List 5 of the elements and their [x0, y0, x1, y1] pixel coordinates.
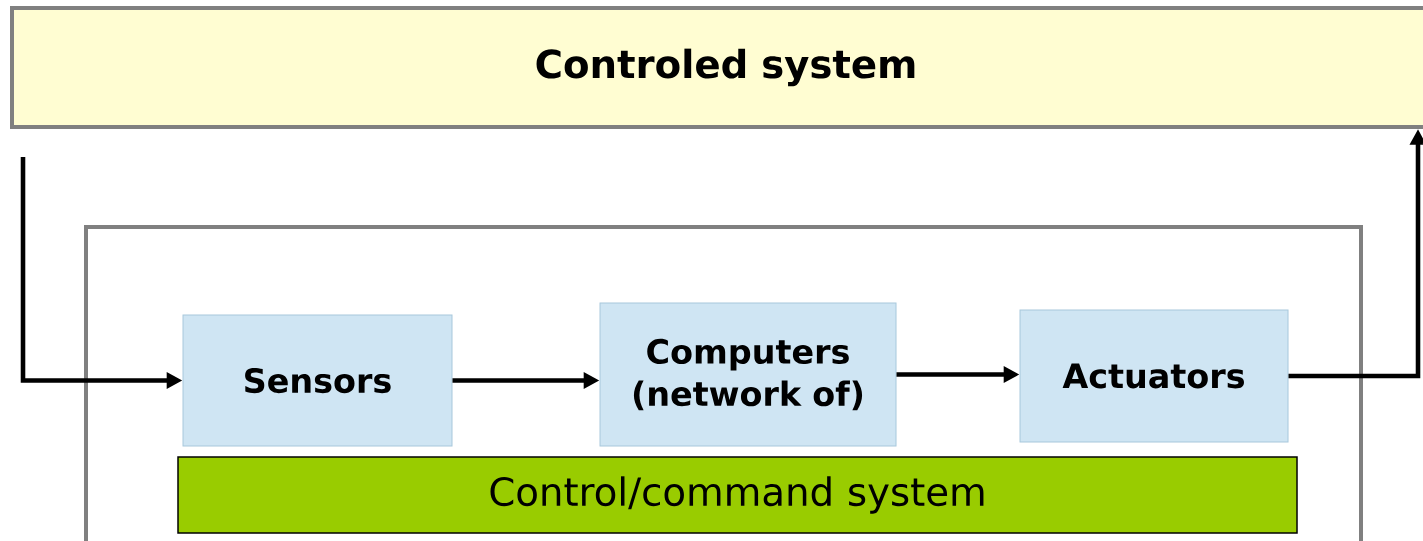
process-box: Sensors [182, 314, 453, 447]
process-box: Computers (network of) [599, 302, 897, 447]
system-band: Control/command system [177, 456, 1298, 534]
system-band: Controled system [10, 6, 1423, 129]
process-box: Actuators [1019, 309, 1289, 443]
